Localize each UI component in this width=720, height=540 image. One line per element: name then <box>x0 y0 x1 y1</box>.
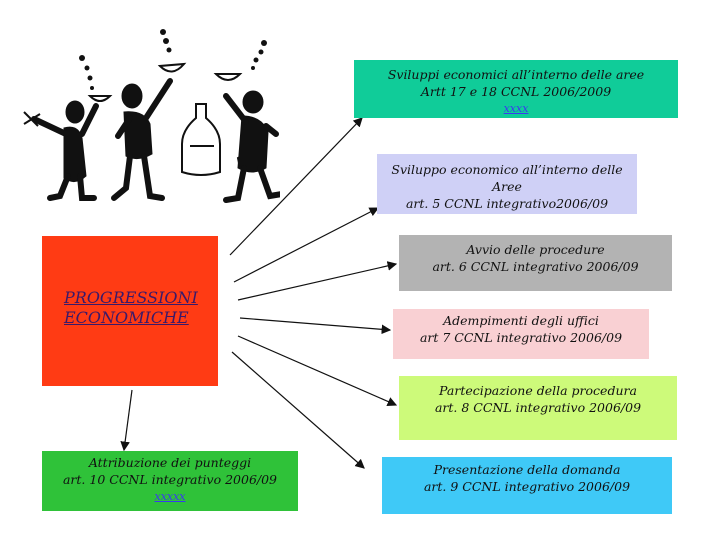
box-avvio-procedure: Avvio delle procedure art. 6 CCNL integr… <box>399 235 672 291</box>
box-sviluppi-economici: Sviluppi economici all’interno delle are… <box>354 60 678 118</box>
arrow-to-b5 <box>238 336 396 405</box>
b1-link[interactable]: xxxx <box>354 100 678 117</box>
b7-link[interactable]: xxxxx <box>42 488 298 505</box>
main-box-label: PROGRESSIONI ECONOMICHE <box>64 288 198 328</box>
box-partecipazione-procedura: Partecipazione della procedura art. 8 CC… <box>399 376 677 440</box>
arrow-to-b3 <box>238 264 396 300</box>
arrow-to-b4 <box>240 318 390 330</box>
box-presentazione-domanda: Presentazione della domanda art. 9 CCNL … <box>382 457 672 514</box>
arrow-to-b2 <box>234 208 378 282</box>
arrow-to-b1 <box>230 118 362 255</box>
box-sviluppo-economico-art5: Sviluppo economico all’interno delle Are… <box>377 154 637 214</box>
box-attribuzione-punteggi: Attribuzione dei punteggi art. 10 CCNL i… <box>42 451 298 511</box>
arrow-to-b7 <box>124 390 132 450</box>
progressioni-economiche-box: PROGRESSIONI ECONOMICHE <box>42 236 218 386</box>
box-adempimenti-uffici: Adempimenti degli uffici art 7 CCNL inte… <box>393 309 649 359</box>
